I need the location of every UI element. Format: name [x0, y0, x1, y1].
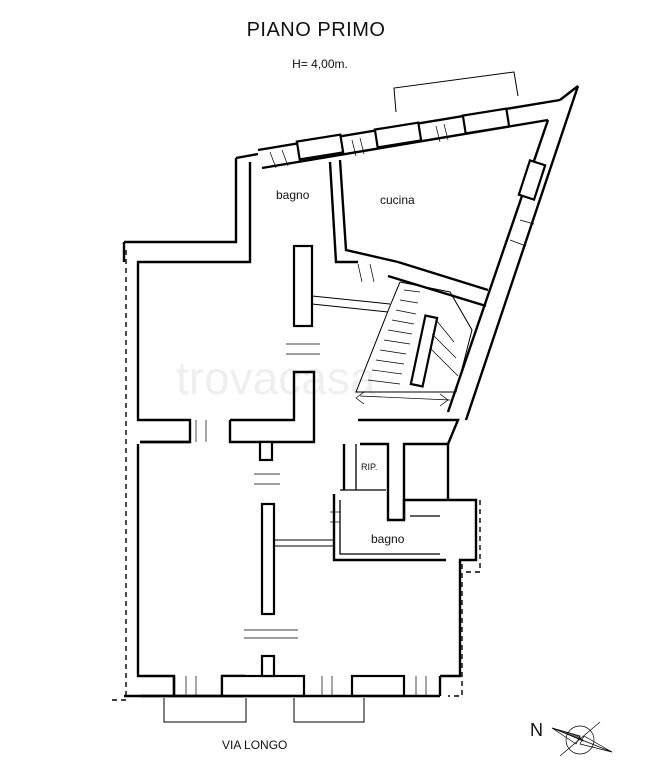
outer-walls: [112, 85, 580, 723]
room-label-rip: RIP.: [361, 462, 377, 472]
north-label: N: [530, 720, 543, 740]
staircase: [355, 281, 473, 407]
balcony-outline: [393, 71, 519, 113]
compass-rose-icon: [551, 721, 613, 757]
watermark: trovacasa: [176, 352, 376, 404]
room-label-cucina: cucina: [380, 193, 415, 207]
ceiling-height-label: H= 4,00m.: [292, 57, 348, 71]
street-label: VIA LONGO: [222, 738, 287, 752]
plan-title: PIANO PRIMO: [247, 19, 386, 41]
interior-walls: [140, 159, 489, 678]
room-label-bagno-bottom: bagno: [371, 532, 405, 546]
room-label-bagno-top: bagno: [276, 188, 310, 202]
north-compass: N: [530, 720, 613, 757]
